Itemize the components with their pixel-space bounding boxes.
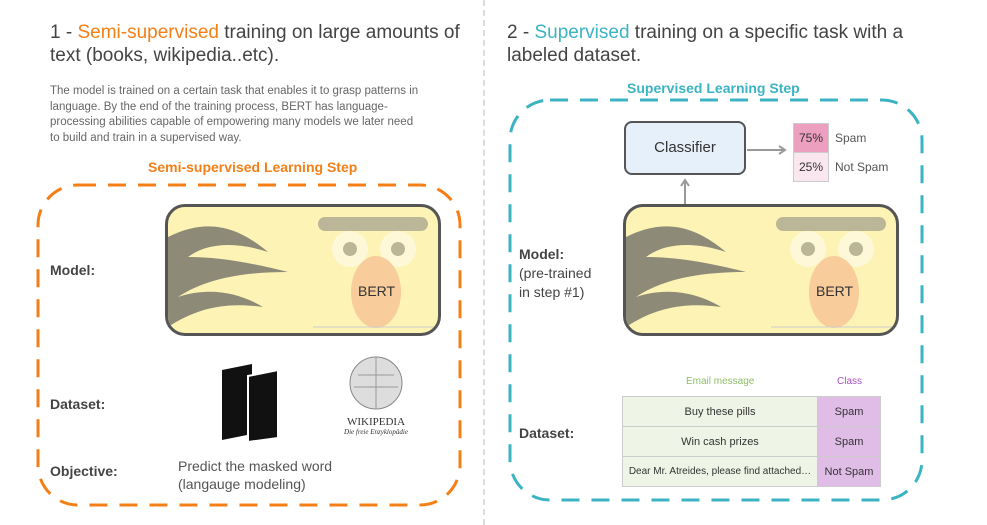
- divider: [483, 0, 485, 525]
- semi-supervised-step-title: Semi-supervised Learning Step: [148, 159, 358, 175]
- dataset-label: Dataset:: [519, 425, 575, 441]
- dataset-label: Dataset:: [50, 396, 106, 412]
- output-spam-pct: 75%: [793, 123, 829, 153]
- objective-label: Objective:: [50, 463, 118, 479]
- email-cell: Dear Mr. Atreides, please find attached…: [622, 456, 818, 487]
- wikipedia-logo: WIKIPEDIA Die freie Enzyklopädie: [340, 355, 412, 436]
- model-label: Model:: [519, 246, 565, 262]
- header-email: Email message: [686, 376, 755, 387]
- orange-dashed-frame: [36, 183, 462, 507]
- table-row: Dear Mr. Atreides, please find attached……: [622, 456, 881, 487]
- output-spam-label: Spam: [835, 131, 867, 145]
- title-highlight: Supervised: [534, 22, 630, 43]
- books-icon: [222, 364, 279, 442]
- bert-label: BERT: [358, 283, 396, 299]
- header-class: Class: [837, 376, 863, 387]
- email-cell: Win cash prizes: [622, 426, 818, 457]
- teal-dashed-frame: [508, 98, 924, 502]
- objective-text: Predict the masked word (langauge modeli…: [178, 458, 333, 492]
- bert-model-image: BERT: [623, 204, 899, 336]
- output-notspam-label: Not Spam: [835, 160, 889, 174]
- step-number: 2 -: [507, 22, 535, 43]
- class-cell: Not Spam: [817, 456, 881, 487]
- supervised-step-title: Supervised Learning Step: [627, 80, 800, 96]
- class-cell: Spam: [817, 426, 881, 457]
- model-label: Model:: [50, 262, 96, 278]
- title-highlight: Semi-supervised: [77, 22, 219, 43]
- model-sub: (pre-trained in step #1): [519, 265, 592, 300]
- wiki-sub: Die freie Enzyklopädie: [344, 428, 408, 436]
- bert-model-image: BERT: [165, 204, 441, 336]
- wiki-name: WIKIPEDIA: [346, 416, 406, 428]
- title-rest: training on large amounts of text (books…: [50, 22, 460, 66]
- right-title: 2 - Supervised training on a specific ta…: [507, 21, 947, 67]
- classifier-box: Classifier: [624, 121, 746, 175]
- class-cell: Spam: [817, 396, 881, 427]
- output-notspam-pct: 25%: [793, 152, 829, 182]
- bert-label: BERT: [816, 283, 854, 299]
- left-title: 1 - Semi-supervised training on large am…: [50, 21, 470, 67]
- step-number: 1 -: [50, 22, 78, 43]
- email-cell: Buy these pills: [622, 396, 818, 427]
- description: The model is trained on a certain task t…: [50, 85, 419, 144]
- bert-face-icon: [168, 217, 438, 328]
- bert-face-icon: [626, 217, 896, 328]
- wikipedia-globe-icon: [349, 356, 403, 410]
- title-rest: training on a specific task with a label…: [507, 22, 904, 66]
